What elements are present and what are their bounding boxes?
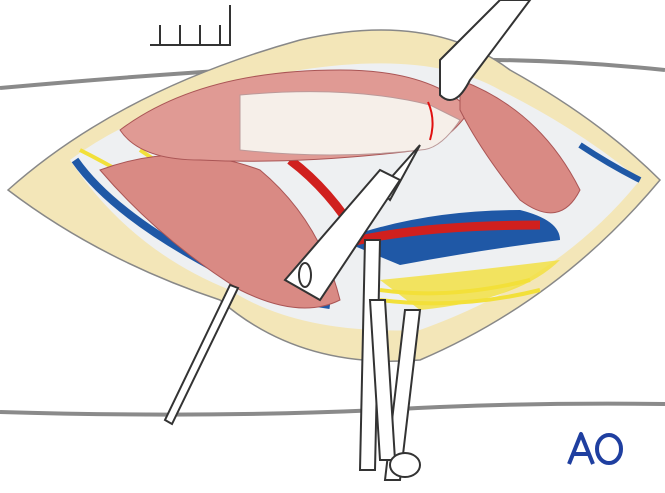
incision-line — [427, 101, 434, 141]
vein-right — [578, 142, 642, 183]
tendon-lower — [380, 260, 560, 310]
femoral-artery — [287, 156, 541, 246]
retractors-bottom — [163, 239, 422, 481]
tendon — [239, 91, 461, 156]
retractor-right — [439, 0, 532, 101]
retractor-top — [150, 5, 231, 46]
limb-outline-bottom — [0, 401, 665, 417]
ao-logo — [567, 432, 623, 465]
scalpel — [283, 144, 421, 302]
muscle-right — [459, 79, 581, 214]
